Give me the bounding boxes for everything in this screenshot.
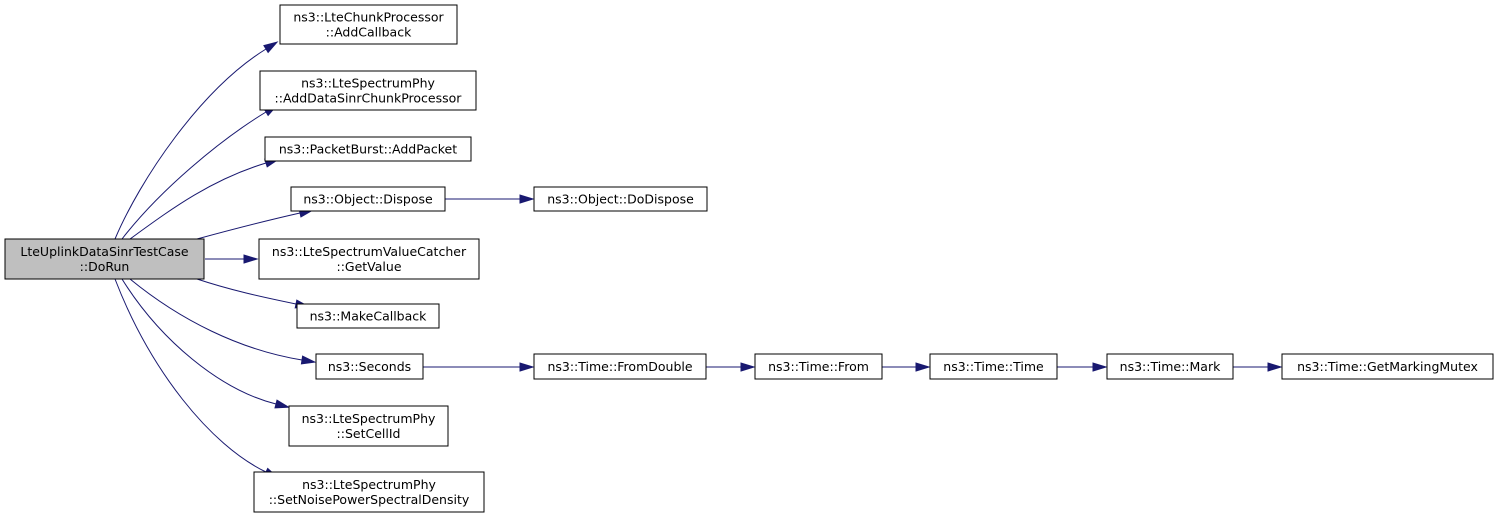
node-box xyxy=(929,353,1058,380)
node-label-line: ::SetCellId xyxy=(337,426,401,441)
node-label-line: ns3::LteSpectrumValueCatcher xyxy=(272,244,467,259)
node-box xyxy=(4,238,205,280)
node-label-line: ns3::Time::Mark xyxy=(1120,359,1221,374)
node-add-callback[interactable]: ns3::LteChunkProcessor::AddCallback xyxy=(279,4,458,45)
edge-line xyxy=(114,278,267,473)
node-seconds[interactable]: ns3::Seconds xyxy=(315,353,424,380)
node-time-ctor[interactable]: ns3::Time::Time xyxy=(929,353,1058,380)
node-label-line: LteUplinkDataSinrTestCase xyxy=(20,244,189,259)
edge-arrowhead xyxy=(263,41,279,54)
node-box xyxy=(288,405,449,447)
node-dispose[interactable]: ns3::Object::Dispose xyxy=(290,186,446,212)
node-box xyxy=(1106,353,1234,380)
edge-arrowhead xyxy=(243,254,259,264)
node-box xyxy=(754,353,883,380)
node-label-line: ns3::Object::DoDispose xyxy=(547,192,694,207)
node-set-cell-id[interactable]: ns3::LteSpectrumPhy::SetCellId xyxy=(288,405,449,447)
node-box xyxy=(253,471,485,513)
node-get-value[interactable]: ns3::LteSpectrumValueCatcher::GetValue xyxy=(258,238,480,280)
node-from[interactable]: ns3::Time::From xyxy=(754,353,883,380)
edge-root-to-dispose xyxy=(196,208,315,240)
node-label-line: ::SetNoisePowerSpectralDensity xyxy=(269,492,470,507)
node-label-line: ns3::LteSpectrumPhy xyxy=(301,76,435,91)
node-label-line: ns3::MakeCallback xyxy=(310,309,428,324)
node-label-line: ns3::Time::GetMarkingMutex xyxy=(1297,359,1478,374)
edge-arrowhead xyxy=(274,399,291,409)
node-make-callback[interactable]: ns3::MakeCallback xyxy=(296,303,440,329)
edge-dispose-to-do_dispose xyxy=(445,194,535,204)
edge-from_double-to-from xyxy=(706,362,756,372)
edge-line xyxy=(129,162,267,240)
edge-line xyxy=(114,48,267,240)
edge-root-to-add_packet xyxy=(129,158,281,240)
node-set-noise-psd[interactable]: ns3::LteSpectrumPhy::SetNoisePowerSpectr… xyxy=(253,471,485,513)
edge-root-to-set_noise_psd xyxy=(114,278,280,479)
node-box xyxy=(533,353,707,380)
edge-root-to-add_data_sinr xyxy=(121,104,279,240)
edge-arrowhead xyxy=(519,194,535,204)
node-box xyxy=(1281,353,1494,380)
edge-root-to-set_cell_id xyxy=(121,278,291,409)
edge-root-to-seconds xyxy=(129,278,317,365)
node-box xyxy=(279,4,458,45)
edge-time_ctor-to-mark xyxy=(1057,362,1108,372)
edge-arrowhead xyxy=(1267,362,1283,372)
edge-line xyxy=(196,212,301,240)
node-box xyxy=(533,186,708,212)
node-box xyxy=(296,303,440,329)
node-box xyxy=(315,353,424,380)
edge-arrowhead xyxy=(519,362,535,372)
edge-root-to-add_callback xyxy=(114,41,279,240)
node-label-line: ns3::PacketBurst::AddPacket xyxy=(279,142,457,157)
node-add-data-sinr[interactable]: ns3::LteSpectrumPhy::AddDataSinrChunkPro… xyxy=(259,70,477,111)
edge-arrowhead xyxy=(740,362,756,372)
node-root[interactable]: LteUplinkDataSinrTestCase::DoRun xyxy=(4,238,205,280)
edge-root-to-make_callback xyxy=(196,278,311,309)
node-label-line: ::GetValue xyxy=(336,259,401,274)
node-mark[interactable]: ns3::Time::Mark xyxy=(1106,353,1234,380)
node-label-line: ns3::Seconds xyxy=(328,359,411,374)
edge-root-to-get_value xyxy=(205,254,259,264)
node-label-line: ::DoRun xyxy=(80,259,130,274)
node-label-line: ns3::LteSpectrumPhy xyxy=(302,477,436,492)
node-label-line: ns3::Time::From xyxy=(768,359,869,374)
node-label-line: ns3::Time::FromDouble xyxy=(547,359,692,374)
edge-seconds-to-from_double xyxy=(423,362,535,372)
edge-line xyxy=(121,111,267,240)
node-do-dispose[interactable]: ns3::Object::DoDispose xyxy=(533,186,708,212)
edge-arrowhead xyxy=(300,355,317,365)
edge-arrowhead xyxy=(915,362,931,372)
call-nodes: LteUplinkDataSinrTestCase::DoRunns3::Lte… xyxy=(4,4,1494,513)
node-box xyxy=(258,238,480,280)
node-from-double[interactable]: ns3::Time::FromDouble xyxy=(533,353,707,380)
node-get-marking-mutex[interactable]: ns3::Time::GetMarkingMutex xyxy=(1281,353,1494,380)
edge-from-to-time_ctor xyxy=(882,362,931,372)
node-box xyxy=(264,136,472,162)
node-box xyxy=(290,186,446,212)
edge-line xyxy=(121,278,277,405)
node-box xyxy=(259,70,477,111)
edge-mark-to-get_marking_mutex xyxy=(1233,362,1283,372)
node-label-line: ::AddCallback xyxy=(326,25,412,40)
node-add-packet[interactable]: ns3::PacketBurst::AddPacket xyxy=(264,136,472,162)
node-label-line: ns3::Object::Dispose xyxy=(303,192,433,207)
edge-arrowhead xyxy=(1092,362,1108,372)
edge-line xyxy=(129,278,303,361)
node-label-line: ::AddDataSinrChunkProcessor xyxy=(275,91,463,106)
edge-line xyxy=(196,278,297,305)
node-label-line: ns3::LteSpectrumPhy xyxy=(302,411,436,426)
node-label-line: ns3::LteChunkProcessor xyxy=(293,10,444,25)
node-label-line: ns3::Time::Time xyxy=(943,359,1044,374)
